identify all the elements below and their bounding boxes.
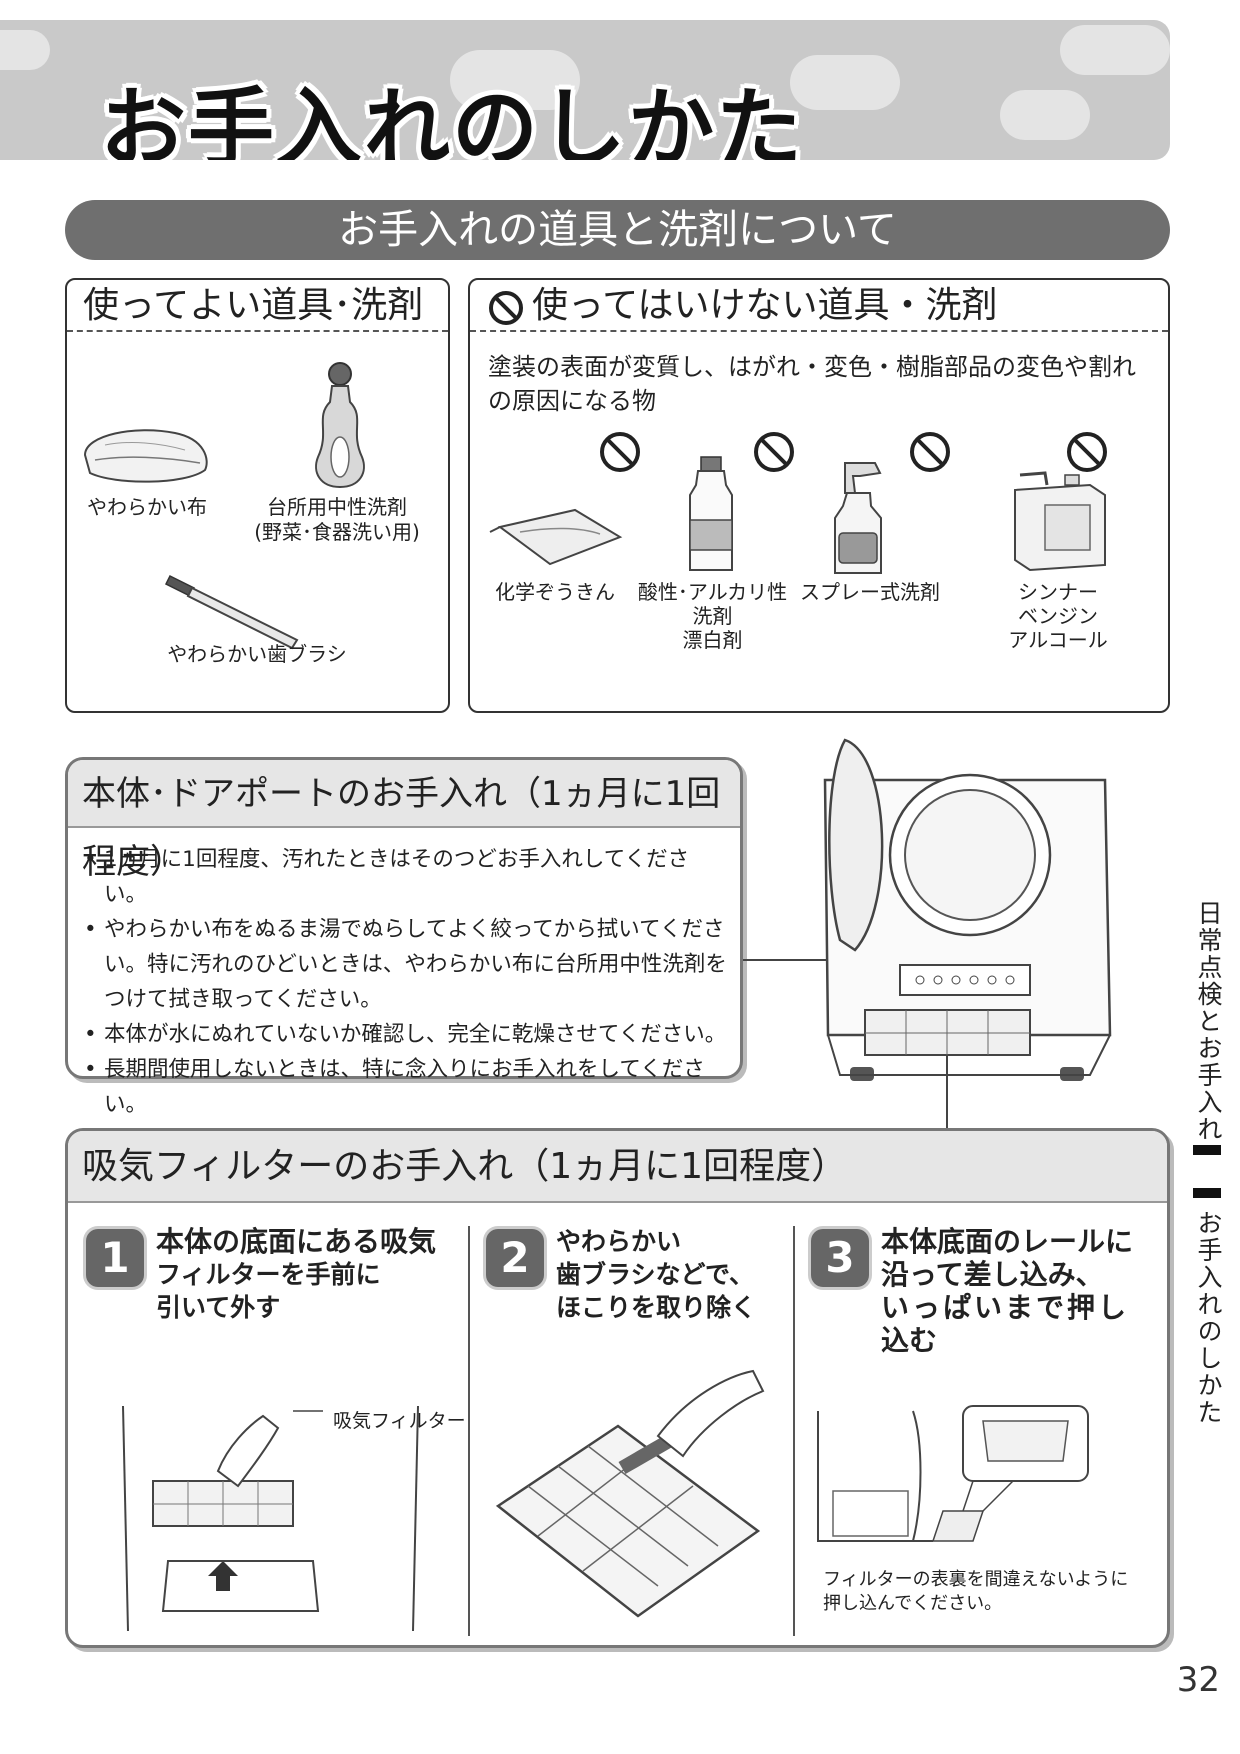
cloud-decoration (450, 50, 580, 110)
spray-bottle-icon (834, 462, 882, 574)
section-heading: お手入れの道具と洗剤について (65, 200, 1170, 260)
solvent-canister-icon (1014, 471, 1106, 572)
bad-tools-heading: 使ってはいけない道具・洗剤 (532, 285, 998, 326)
filter-brushing-illustration (495, 1369, 765, 1618)
prohibited-icon (910, 432, 950, 472)
step-3-note-line2: 押し込んでください。 (823, 1593, 1003, 1614)
good-tool-sublabel: (野菜･食器洗い用) (254, 520, 420, 544)
step-3-line3: いっぱいまで押し (881, 1291, 1130, 1324)
list-item: やわらかい布をぬるま湯でぬらしてよく絞ってから拭いてください。特に汚れのひどいと… (82, 912, 732, 1017)
filter-care-heading: 吸気フィルターのお手入れ（1ヵ月に1回程度） (68, 1131, 1167, 1203)
bad-tool-label-line: ベンジン (1018, 604, 1098, 628)
list-item: 本体が水にぬれていないか確認し、完全に乾燥させてください。 (82, 1017, 732, 1052)
detergent-bottle-icon (315, 362, 365, 489)
chemical-bottle-icon (689, 456, 733, 571)
side-tab-divider (1193, 1188, 1221, 1198)
bad-tools-description: 塗装の表面が変質し、はがれ・変色・樹脂部品の変色や割れの原因になる物 (488, 353, 1136, 415)
step-2-line2: 歯ブラシなどで、 (556, 1260, 755, 1289)
bad-tools-heading-row: 使ってはいけない道具・洗剤 (470, 280, 1168, 332)
bad-tool-label: シンナー (1018, 580, 1098, 604)
prohibited-icon (600, 432, 640, 472)
prohibited-icon (489, 291, 523, 325)
dryer-illustration (823, 738, 1112, 1081)
cloud-decoration (1000, 90, 1090, 140)
title-banner: お手入れのしかた (0, 20, 1170, 160)
step-1-line2: フィルターを手前に (156, 1260, 381, 1289)
step-3-line4: 込む (881, 1324, 938, 1357)
soft-cloth-icon (83, 429, 208, 483)
step-number-3: 3 (811, 1229, 869, 1287)
bad-tool-label-line: 漂白剤 (682, 628, 743, 652)
column-divider (793, 1226, 795, 1636)
good-tool-label: やわらかい歯ブラシ (167, 642, 347, 666)
cloud-decoration (0, 30, 50, 70)
filter-care-box: 吸気フィルターのお手入れ（1ヵ月に1回程度） 1 本体の底面にある吸気 フィルタ… (65, 1128, 1170, 1648)
filter-callout-label: 吸気フィルター (333, 1410, 466, 1432)
cloud-decoration (1060, 25, 1170, 75)
side-tab-section: お手入れのしかた (1194, 1210, 1223, 1426)
filter-removal-illustration (122, 1405, 419, 1632)
chemical-cloth-icon (489, 508, 623, 566)
step-1-line1: 本体の底面にある吸気 (156, 1225, 437, 1258)
step-1-line3: 引いて外す (156, 1293, 281, 1322)
side-tab-chapter: 日常点検とお手入れ (1194, 900, 1223, 1143)
list-item: 長期間使用しないときは、特に念入りにお手入れをしてください。 (82, 1052, 732, 1122)
step-2-line1: やわらかい (556, 1227, 682, 1256)
toothbrush-icon (164, 574, 299, 650)
step-number-1: 1 (86, 1229, 144, 1287)
list-item: 1ヵ月に1回程度、汚れたときはそのつどお手入れしてください。 (82, 842, 732, 912)
bad-tool-label: 化学ぞうきん (495, 580, 615, 604)
step-3-note-line1: フィルターの表裏を間違えないように (823, 1569, 1129, 1590)
side-tab-divider (1193, 1145, 1221, 1155)
prohibited-icon (1067, 432, 1107, 472)
bad-tool-label: スプレー式洗剤 (800, 580, 940, 604)
page-title: お手入れのしかた (100, 79, 804, 160)
cloud-decoration (790, 55, 900, 110)
body-care-list: 1ヵ月に1回程度、汚れたときはそのつどお手入れしてください。 やわらかい布をぬる… (82, 842, 732, 1122)
page-number: 32 (1176, 1660, 1220, 1700)
good-tool-label: やわらかい布 (87, 495, 207, 519)
bad-tools-box: 使ってはいけない道具・洗剤 塗装の表面が変質し、はがれ・変色・樹脂部品の変色や割… (468, 278, 1170, 713)
step-number-2: 2 (486, 1229, 544, 1287)
good-tools-heading: 使ってよい道具･洗剤 (67, 280, 448, 332)
step-2-line3: ほこりを取り除く (556, 1293, 757, 1322)
bad-tool-label-line: アルコール (1008, 628, 1108, 652)
good-tools-box: 使ってよい道具･洗剤 やわらかい布 台所用中性洗剤 (野菜･食器洗い用) やわら… (65, 278, 450, 713)
bad-tool-label-line: 洗剤 (692, 604, 733, 628)
good-tool-label: 台所用中性洗剤 (267, 495, 407, 519)
bad-tool-label: 酸性･アルカリ性 (637, 580, 788, 604)
body-care-heading: 本体･ドアポートのお手入れ（1ヵ月に1回程度） (68, 760, 740, 882)
body-care-box: 本体･ドアポートのお手入れ（1ヵ月に1回程度） 1ヵ月に1回程度、汚れたときはそ… (65, 757, 743, 1117)
step-3-line2: 沿って差し込み、 (881, 1258, 1104, 1291)
prohibited-icon (754, 432, 794, 472)
step-3-line1: 本体底面のレールに (881, 1225, 1134, 1258)
column-divider (468, 1226, 470, 1636)
filter-insertion-illustration (817, 1405, 1089, 1542)
